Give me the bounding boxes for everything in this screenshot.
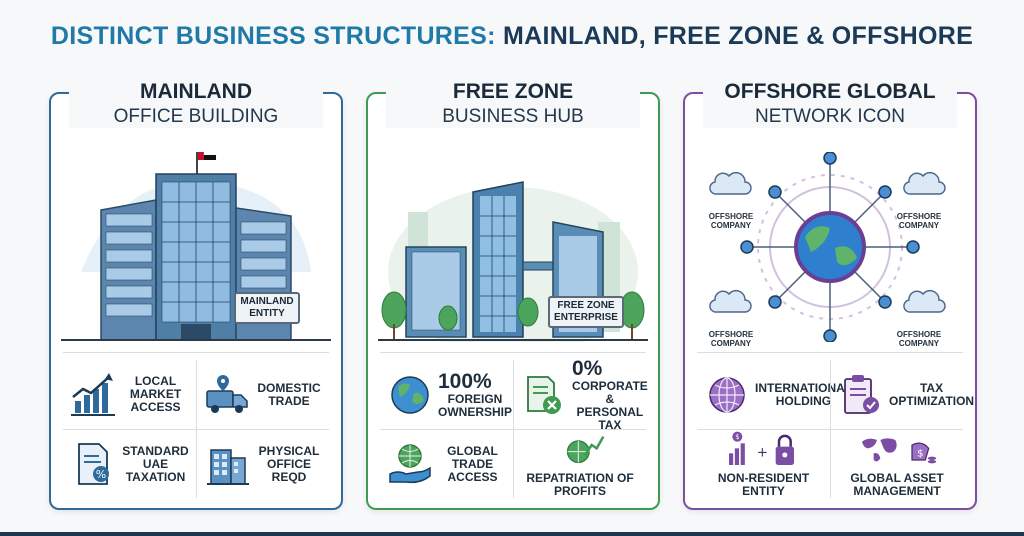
freezone-enterprise-sign: FREE ZONE ENTERPRISE xyxy=(548,296,624,328)
global-network-illustration xyxy=(709,152,946,342)
feature-label: STANDARD UAE TAXATION xyxy=(122,443,189,484)
feature-non-resident-entity: $ + NON-RESIDENT ENTITY xyxy=(697,429,830,498)
divider xyxy=(63,352,329,353)
feature-international-holding: INTERNATIONAL HOLDING xyxy=(697,360,852,429)
freezone-subheading: BUSINESS HUB xyxy=(442,106,584,127)
svg-text:%: % xyxy=(96,468,106,481)
divider xyxy=(380,352,646,353)
mainland-card: MAINLAND OFFICE BUILDING xyxy=(49,80,343,510)
globe-icon xyxy=(709,376,745,413)
feature-label: LOCAL MARKET ACCESS xyxy=(129,374,182,414)
feature-physical-office-reqd: PHYSICAL OFFICE REQD xyxy=(196,429,329,498)
globe-profit-arrows-icon xyxy=(566,436,605,464)
feature-value: 100% xyxy=(438,370,492,393)
title-part2: MAINLAND, FREE ZONE & OFFSHORE xyxy=(502,22,974,50)
offshore-card: OFFSHORE GLOBAL NETWORK ICON xyxy=(683,80,977,510)
office-building-icon xyxy=(207,449,249,485)
mainland-feature-grid: LOCAL MARKET ACCESS DOMESTIC TRADE % STA… xyxy=(63,360,329,498)
feature-label: 0% CORPORATE & PERSONAL TAX xyxy=(572,357,648,432)
mainland-subheading: OFFICE BUILDING xyxy=(113,106,279,127)
feature-label: 100% FOREIGN OWNERSHIP xyxy=(438,370,512,419)
title-part1: DISTINCT BUSINESS STRUCTURES: xyxy=(50,22,496,50)
tax-document-icon: % xyxy=(78,443,109,485)
delivery-truck-icon xyxy=(206,374,248,413)
mainland-entity-sign: MAINLAND ENTITY xyxy=(234,292,300,324)
money-lock-icon: $ + xyxy=(728,431,794,465)
feature-repatriation-of-profits: REPATRIATION OF PROFITS xyxy=(513,429,646,498)
freezone-card: FREE ZONE BUSINESS HUB FREE ZONE ENTE xyxy=(366,80,660,510)
bar-chart-trend-icon xyxy=(71,372,115,416)
globe-icon xyxy=(391,375,429,414)
offshore-header: OFFSHORE GLOBAL NETWORK ICON xyxy=(703,80,957,128)
offshore-company-label: OFFSHORE COMPANY xyxy=(896,330,942,348)
offshore-company-label: OFFSHORE COMPANY xyxy=(708,212,754,230)
offshore-heading: OFFSHORE GLOBAL xyxy=(724,80,936,103)
feature-domestic-trade: DOMESTIC TRADE xyxy=(196,360,329,429)
feature-label: DOMESTIC TRADE xyxy=(257,380,321,408)
page-title: DISTINCT BUSINESS STRUCTURES: MAINLAND, … xyxy=(0,22,1024,51)
offshore-subheading: NETWORK ICON xyxy=(755,106,905,127)
feature-local-market-access: LOCAL MARKET ACCESS xyxy=(63,360,196,429)
feature-label: PHYSICAL OFFICE REQD xyxy=(258,443,320,484)
feature-text: FOREIGN OWNERSHIP xyxy=(438,392,513,419)
globe-hand-icon xyxy=(389,444,431,484)
feature-text: CORPORATE & PERSONAL TAX xyxy=(572,379,648,432)
feature-label: TAX OPTIMIZATION xyxy=(889,380,975,408)
freezone-heading: FREE ZONE xyxy=(452,80,574,103)
feature-label: GLOBAL ASSET MANAGEMENT xyxy=(850,471,944,498)
offshore-company-label: OFFSHORE COMPANY xyxy=(708,330,754,348)
divider xyxy=(697,352,963,353)
feature-global-trade-access: GLOBAL TRADE ACCESS xyxy=(380,429,513,498)
feature-label: NON-RESIDENT ENTITY xyxy=(717,471,810,498)
feature-label: REPATRIATION OF PROFITS xyxy=(526,471,634,498)
feature-tax-optimization: TAX OPTIMIZATION xyxy=(830,360,974,429)
svg-text:+: + xyxy=(756,446,767,461)
feature-standard-uae-taxation: % STANDARD UAE TAXATION xyxy=(63,429,196,498)
mainland-header: MAINLAND OFFICE BUILDING xyxy=(69,80,323,128)
feature-foreign-ownership: 100% FOREIGN OWNERSHIP xyxy=(380,360,513,429)
mainland-heading: MAINLAND xyxy=(140,80,252,103)
feature-label: INTERNATIONAL HOLDING xyxy=(755,380,853,408)
feature-tax: 0% CORPORATE & PERSONAL TAX xyxy=(513,357,648,432)
offshore-company-label: OFFSHORE COMPANY xyxy=(896,212,942,230)
feature-global-asset-management: $ GLOBAL ASSET MANAGEMENT xyxy=(830,429,963,498)
svg-text:$: $ xyxy=(917,449,923,460)
world-map-money-icon: $ xyxy=(862,438,937,464)
bottom-bar xyxy=(0,532,1024,536)
feature-value: 0% xyxy=(572,357,603,380)
feature-label: GLOBAL TRADE ACCESS xyxy=(447,443,498,484)
svg-text:$: $ xyxy=(735,433,739,441)
tax-exempt-icon xyxy=(527,375,561,414)
offshore-feature-grid: INTERNATIONAL HOLDING TAX OPTIMIZATION $… xyxy=(697,360,974,498)
freezone-header: FREE ZONE BUSINESS HUB xyxy=(386,80,640,128)
freezone-feature-grid: 100% FOREIGN OWNERSHIP 0% CORPORATE & PE… xyxy=(380,357,648,498)
tax-clipboard-icon xyxy=(844,374,879,414)
